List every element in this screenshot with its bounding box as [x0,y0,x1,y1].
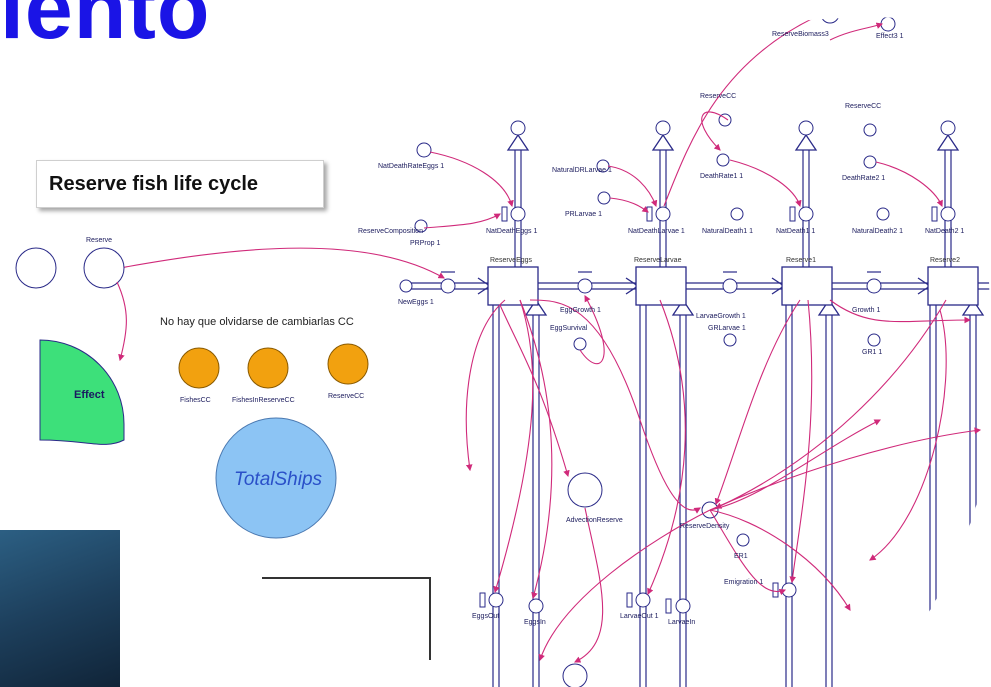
note-text: No hay que olvidarse de cambiarlas CC [160,316,354,328]
frame-line [262,577,431,660]
reserve-label: Reserve [86,237,112,244]
stock-reserve1[interactable]: Reserve1 [781,257,833,306]
effect-node[interactable] [39,339,125,445]
label-pr-prop: PRProp 1 [410,240,440,247]
label-reserve-density: ReserveDensity [680,523,730,530]
label-natural-death2: NaturalDeath2 1 [852,228,903,235]
orange-label: FishesInReserveCC [232,397,295,404]
diagram-labels: NatDeathRateEggs 1 PRProp 1 ReserveCompo… [358,15,964,626]
up-arrowheads [506,133,985,316]
subtitle-box: Reserve fish life cycle [36,160,324,208]
causal-links [119,17,982,663]
label-nat-death1: NatDeath1 1 [776,228,815,235]
orange-label: FishesCC [180,397,211,404]
label-natural-dr-larvae: NaturalDRLarvae 1 [552,167,612,174]
totalships-label: TotalShips [234,469,323,490]
flow-valves [399,278,882,294]
stock-label: ReserveEggs [490,257,533,264]
label-egg-growth: EggGrowth 1 [560,307,601,314]
stock-label: Reserve1 [786,257,816,264]
orange-label: ReserveCC [328,393,364,400]
label-new-eggs: NewEggs 1 [398,299,434,306]
orange-node-fishes-cc[interactable] [178,347,220,389]
sink-clouds [510,120,956,687]
label-eggs-in: EggsIn [524,619,546,626]
label-larvae-out: LarvaeOut 1 [620,613,659,620]
aux-circle-left [15,247,57,289]
death-valves [501,206,956,222]
label-nat-death-larvae: NatDeathLarvae 1 [628,228,685,235]
label-natural-death1: NaturalDeath1 1 [702,228,753,235]
label-death-rate1: DeathRate1 1 [700,173,743,180]
label-gr-larvae: GRLarvae 1 [708,325,746,332]
label-nat-death-eggs: NatDeathEggs 1 [486,228,537,235]
label-egg-survival: EggSurvival [550,325,588,332]
aux-nodes [414,17,896,547]
teal-decor-block [0,530,120,687]
label-reserve-composition: ReserveComposition [358,228,423,235]
label-death-rate2: DeathRate2 1 [842,175,885,182]
orange-node-fishes-in-reserve-cc[interactable] [247,347,289,389]
effect-label: Effect [74,389,105,401]
totalships-node[interactable] [215,417,337,539]
label-larvae-growth: LarvaeGrowth 1 [696,313,746,320]
label-reserve-biomass3: ReserveBiomass3 [772,31,829,38]
label-nat-death-rate-eggs: NatDeathRateEggs 1 [378,163,444,170]
label-advection: AdvectionReserve [566,517,623,524]
label-eggs-out: EggsOut [472,613,499,620]
label-emigration: Emigration 1 [724,579,763,586]
label-reserve-cc-top: ReserveCC [700,93,736,100]
stock-reserve-eggs[interactable]: ReserveEggs [487,257,539,306]
diagram-panel [22,17,991,687]
label-reserve-biomass: ReserveBiomass [752,15,805,22]
label-nat-death2: NatDeath2 1 [925,228,964,235]
left-model: Reserve Effect FishesCC FishesInReserveC… [15,237,431,660]
label-growth: Growth 1 [852,307,881,314]
label-pr-larvae: PRLarvae 1 [565,211,602,218]
reserve-circle[interactable] [83,247,125,289]
stock-reserve-larvae[interactable]: ReserveLarvae [634,257,687,306]
label-effect3: Effect3 1 [876,33,904,40]
label-er1: ER1 [734,553,748,560]
stock-label: Reserve2 [930,257,960,264]
stock-label: ReserveLarvae [634,257,682,264]
label-gr1: GR1 1 [862,349,882,356]
label-reserve-cc-2: ReserveCC [845,103,881,110]
bottom-valves [479,582,797,614]
subtitle-text: Reserve fish life cycle [49,173,259,195]
label-larvae-in: LarvaeIn [668,619,695,626]
orange-node-reserve-cc[interactable] [327,343,369,385]
slide-heading: iento [0,0,211,57]
stock-reserve2[interactable]: Reserve2 [927,257,979,306]
